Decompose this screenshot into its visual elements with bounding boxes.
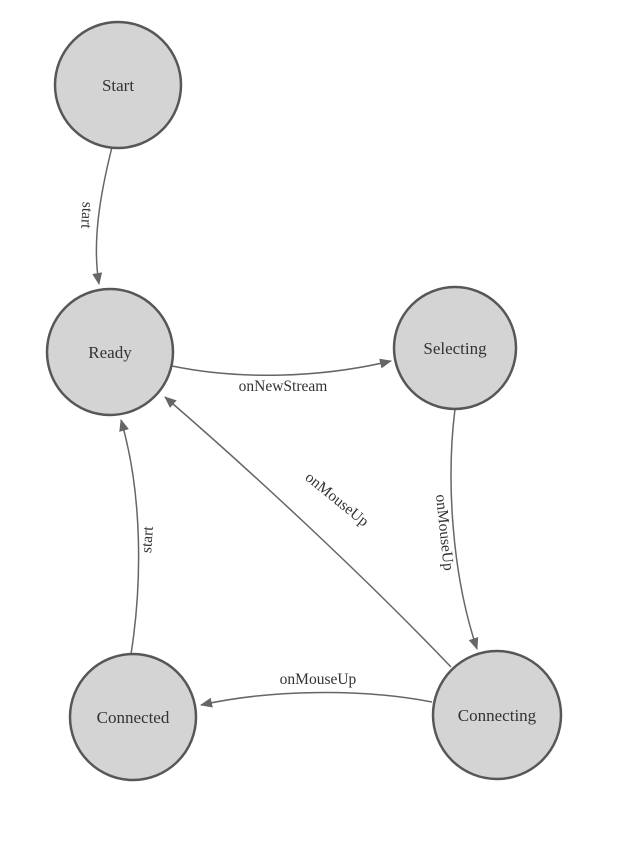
edge-label-selecting-connecting: onMouseUp — [432, 494, 457, 572]
state-label-connected: Connected — [97, 708, 170, 727]
edge-label-connecting-connected: onMouseUp — [280, 671, 357, 688]
edge-line[interactable] — [92, 146, 113, 285]
state-label-selecting: Selecting — [423, 339, 487, 358]
edge-start-to-ready: start — [77, 146, 113, 285]
edge-line[interactable] — [119, 419, 140, 655]
state-circle-selecting[interactable] — [392, 285, 518, 411]
state-circle-connecting[interactable] — [431, 649, 563, 781]
state-label-connecting: Connecting — [458, 706, 537, 725]
edge-line[interactable] — [164, 396, 452, 668]
edge-line[interactable] — [200, 691, 433, 708]
state-node-start[interactable]: Start — [53, 20, 183, 150]
state-circle-connected[interactable] — [68, 652, 198, 782]
edge-connected-to-ready: start — [119, 419, 157, 655]
state-node-connected[interactable]: Connected — [68, 652, 198, 782]
edge-label-connected-ready: start — [138, 525, 157, 553]
edge-label-connecting-ready: onMouseUp — [302, 469, 372, 531]
edge-connecting-to-ready: onMouseUp — [164, 396, 452, 668]
edge-line[interactable] — [171, 358, 392, 376]
edge-line[interactable] — [450, 408, 479, 650]
state-label-ready: Ready — [88, 343, 132, 362]
edge-label-ready-selecting: onNewStream — [239, 378, 328, 395]
edge-ready-to-selecting: onNewStream — [171, 358, 392, 395]
edge-connecting-to-connected: onMouseUp — [200, 671, 433, 708]
edge-selecting-to-connecting: onMouseUp — [432, 408, 479, 650]
state-circle-ready[interactable] — [45, 287, 175, 417]
state-label-start: Start — [102, 76, 134, 95]
state-node-ready[interactable]: Ready — [45, 287, 175, 417]
state-circle-start[interactable] — [53, 20, 183, 150]
edge-label-start-ready: start — [77, 201, 95, 229]
state-node-selecting[interactable]: Selecting — [392, 285, 518, 411]
state-node-connecting[interactable]: Connecting — [431, 649, 563, 781]
